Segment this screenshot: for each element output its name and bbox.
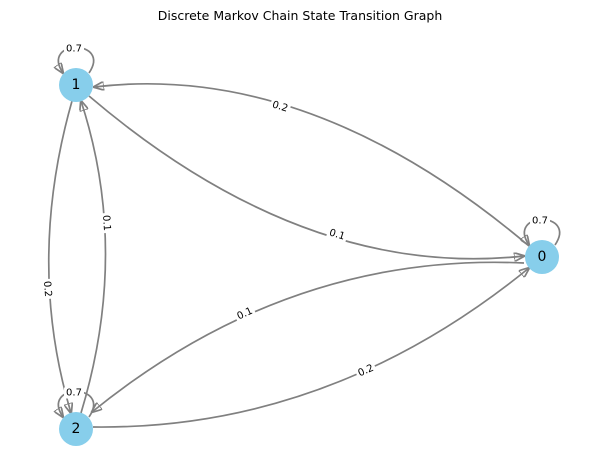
edge-1-to-2 xyxy=(47,100,72,413)
edge-2-to-1 xyxy=(81,101,107,414)
self-loop-label-node-2: 0.7 xyxy=(64,387,84,399)
node-0: 0 xyxy=(525,240,559,274)
edge-0-to-1 xyxy=(94,84,530,247)
edge-1-to-0 xyxy=(88,95,524,259)
edge-label-2-to-1: 0.1 xyxy=(99,212,113,234)
edge-0-to-2 xyxy=(92,261,525,412)
self-loop-label-node-0: 0.7 xyxy=(530,215,550,227)
self-loop-label-node-1: 0.7 xyxy=(64,43,84,55)
node-2: 2 xyxy=(59,412,93,446)
node-1: 1 xyxy=(59,68,93,102)
edge-2-to-0 xyxy=(92,268,529,428)
chart-title: Discrete Markov Chain State Transition G… xyxy=(157,8,443,23)
edge-label-1-to-2: 0.2 xyxy=(40,278,54,300)
